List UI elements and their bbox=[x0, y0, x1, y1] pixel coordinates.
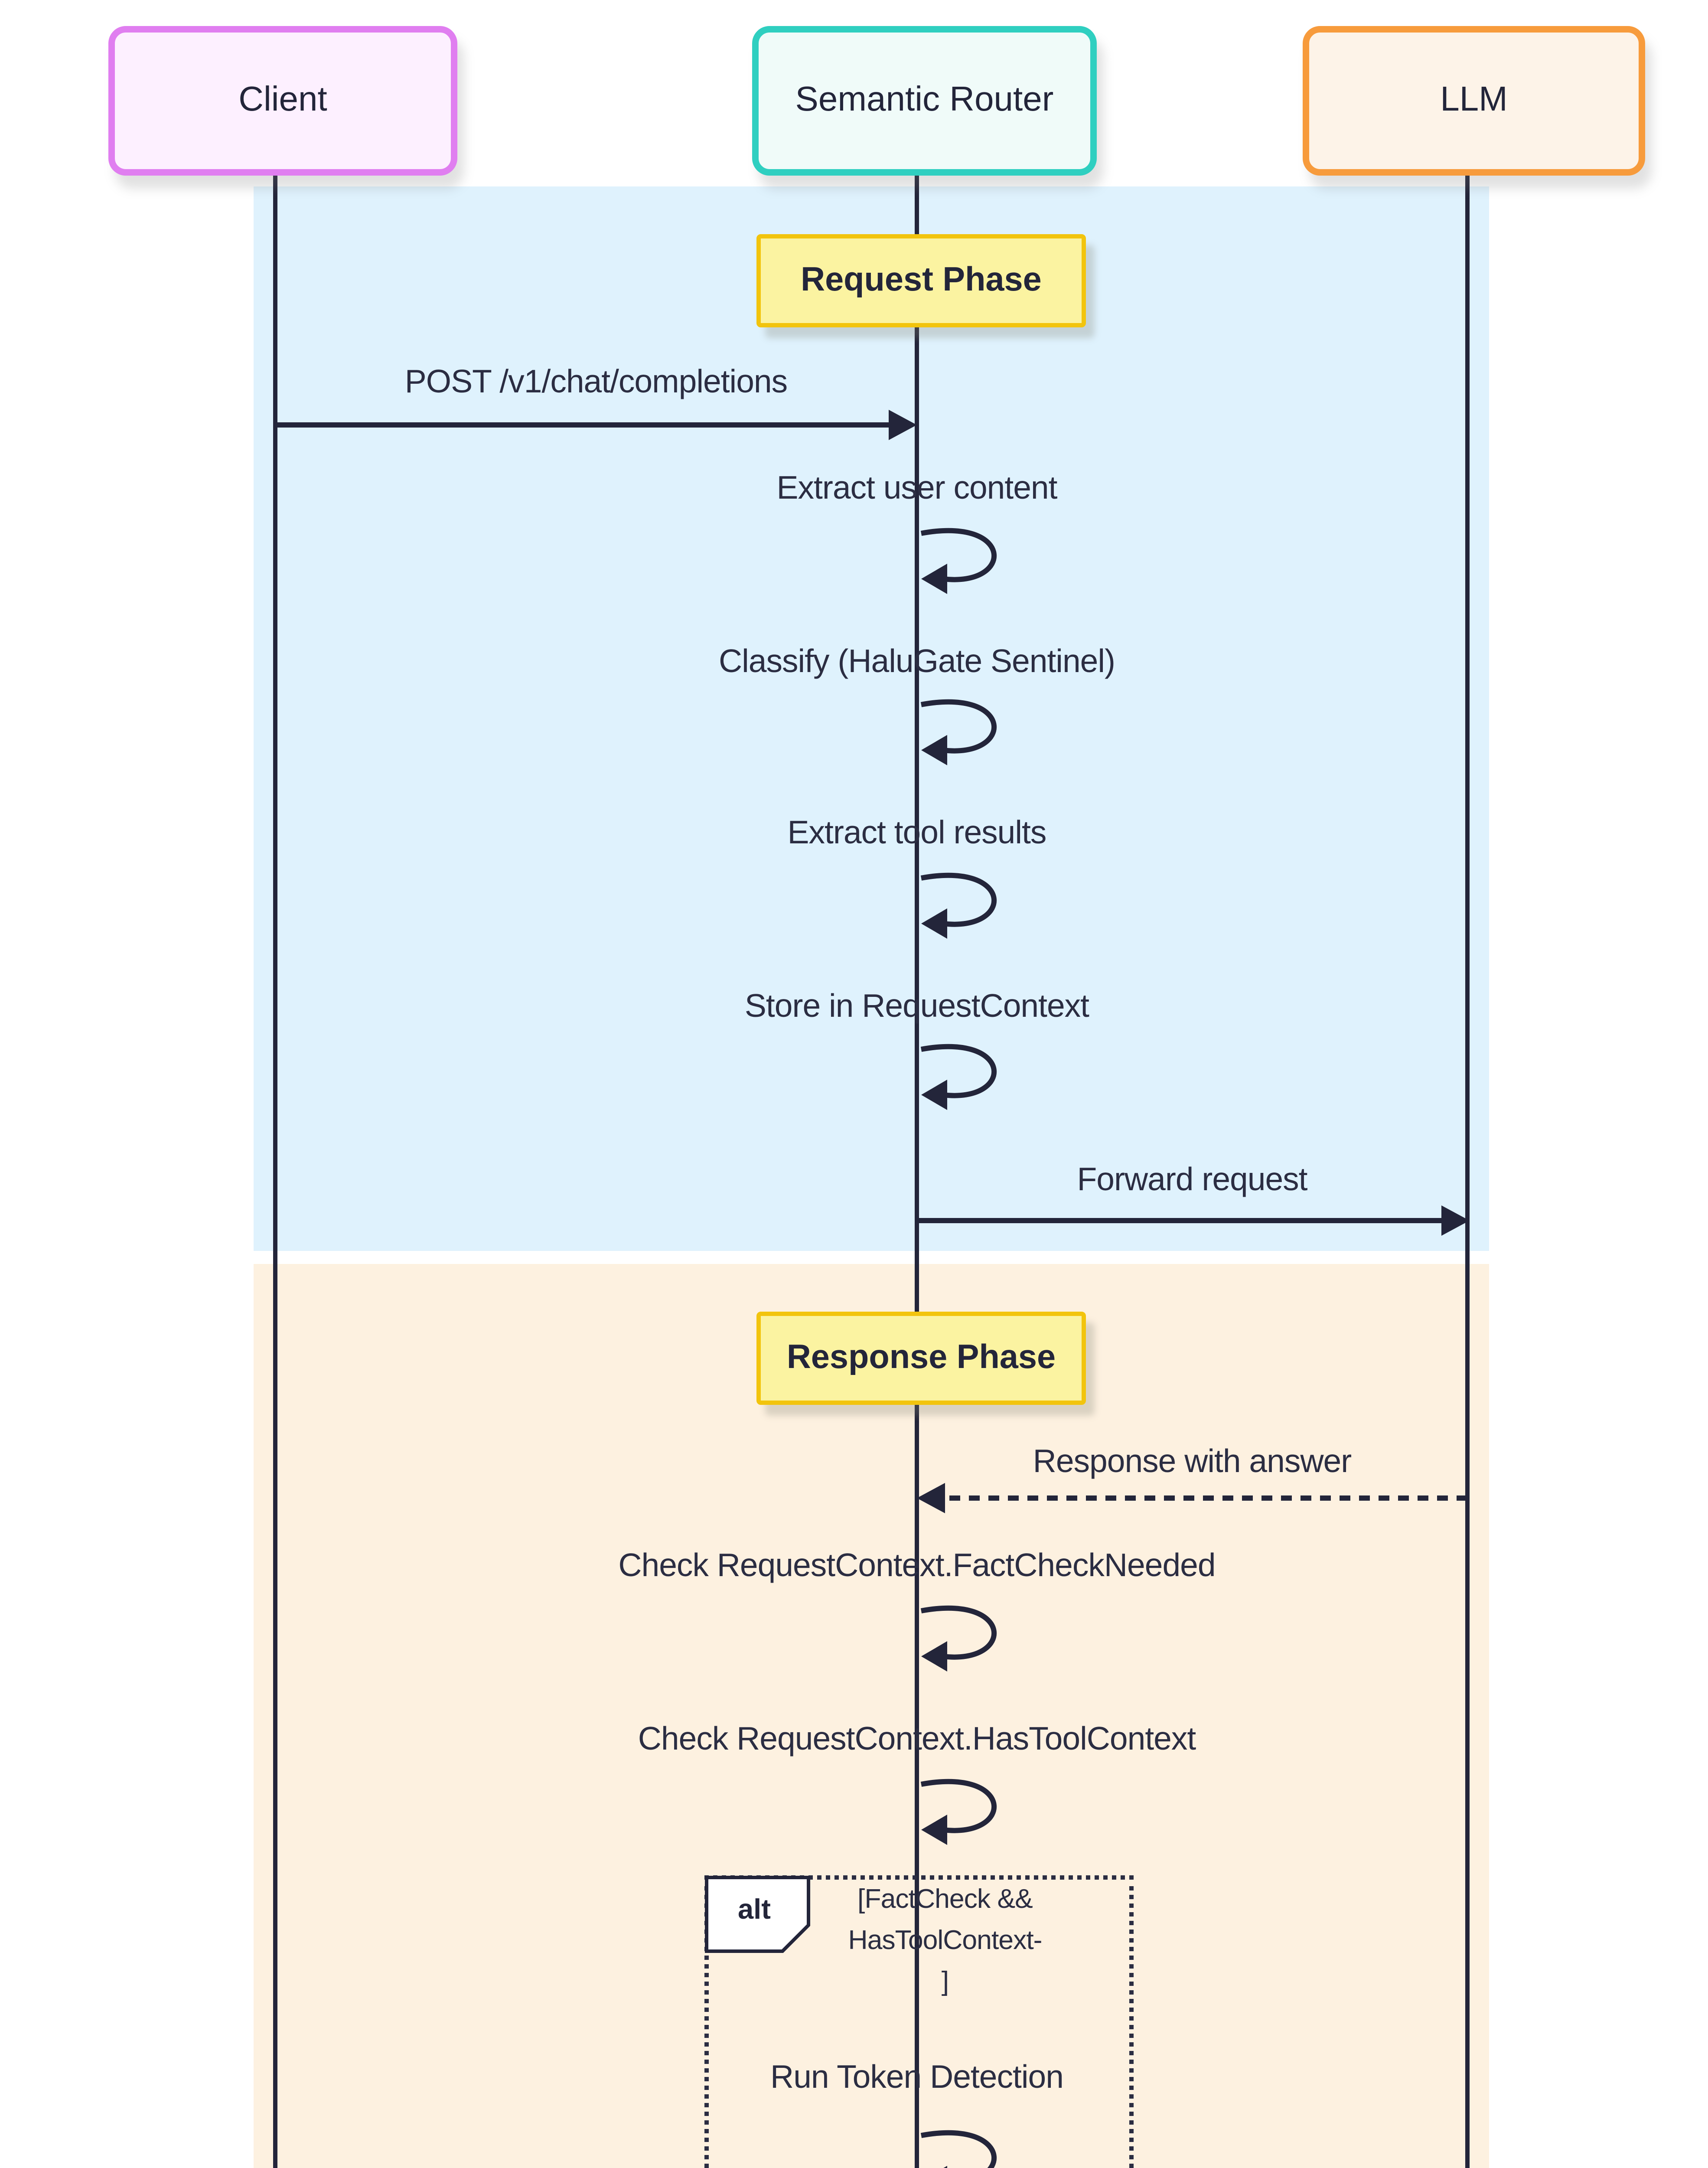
request-phase-note: Request Phase bbox=[756, 234, 1086, 327]
alt-keyword: alt bbox=[738, 1893, 771, 1925]
participant-llm-label: LLM bbox=[1440, 81, 1508, 118]
lifeline-semantic-router bbox=[915, 163, 919, 2168]
message-response-answer-label: Response with answer bbox=[1033, 1444, 1352, 1481]
message-extract-user-label: Extract user content bbox=[776, 470, 1057, 507]
message-store-context-selfloop bbox=[920, 1044, 997, 1110]
request-phase-band bbox=[254, 186, 1489, 1251]
alt-condition-1-line2: HasToolContext- bbox=[848, 1925, 1042, 1956]
alt-condition-1: [FactCheck && HasToolContext- ] bbox=[763, 1880, 1127, 2003]
response-phase-note: Response Phase bbox=[756, 1312, 1086, 1405]
message-store-context-label: Store in RequestContext bbox=[744, 989, 1089, 1025]
message-forward-arrow bbox=[915, 1205, 1470, 1236]
message-check-factcheck-selfloop bbox=[920, 1605, 997, 1672]
message-check-hastool-label: Check RequestContext.HasToolContext bbox=[638, 1721, 1196, 1758]
message-forward-label: Forward request bbox=[1077, 1162, 1307, 1199]
message-classify-label: Classify (HaluGate Sentinel) bbox=[718, 644, 1115, 681]
alt-condition-1-line1: [FactCheck && bbox=[857, 1884, 1033, 1914]
alt-condition-1-line3: ] bbox=[941, 1966, 949, 1997]
alt-frame bbox=[704, 1875, 1134, 2168]
lifeline-client bbox=[272, 163, 277, 2168]
message-extract-tool-selfloop bbox=[920, 872, 997, 939]
message-classify-selfloop bbox=[920, 699, 997, 765]
message-extract-tool-label: Extract tool results bbox=[787, 815, 1046, 852]
request-phase-note-label: Request Phase bbox=[801, 261, 1042, 298]
message-extract-user-selfloop bbox=[920, 528, 997, 594]
participant-router-top: Semantic Router bbox=[752, 26, 1097, 176]
participant-router-label: Semantic Router bbox=[795, 81, 1054, 118]
participant-llm-top: LLM bbox=[1303, 26, 1645, 176]
response-phase-note-label: Response Phase bbox=[786, 1339, 1056, 1376]
message-run-token-selfloop bbox=[920, 2130, 997, 2168]
message-check-hastool-selfloop bbox=[920, 1779, 997, 1845]
message-post-label: POST /v1/chat/completions bbox=[404, 364, 788, 401]
message-response-answer-arrow bbox=[917, 1483, 1467, 1513]
participant-client-top: Client bbox=[108, 26, 457, 176]
message-post-arrow bbox=[273, 410, 917, 440]
response-phase-band bbox=[254, 1264, 1489, 2168]
alt-label-shape bbox=[705, 1876, 810, 1953]
participant-client-label: Client bbox=[238, 81, 327, 118]
message-check-factcheck-label: Check RequestContext.FactCheckNeeded bbox=[618, 1548, 1216, 1585]
lifeline-llm bbox=[1465, 163, 1470, 2168]
message-run-token-label: Run Token Detection bbox=[770, 2060, 1064, 2096]
